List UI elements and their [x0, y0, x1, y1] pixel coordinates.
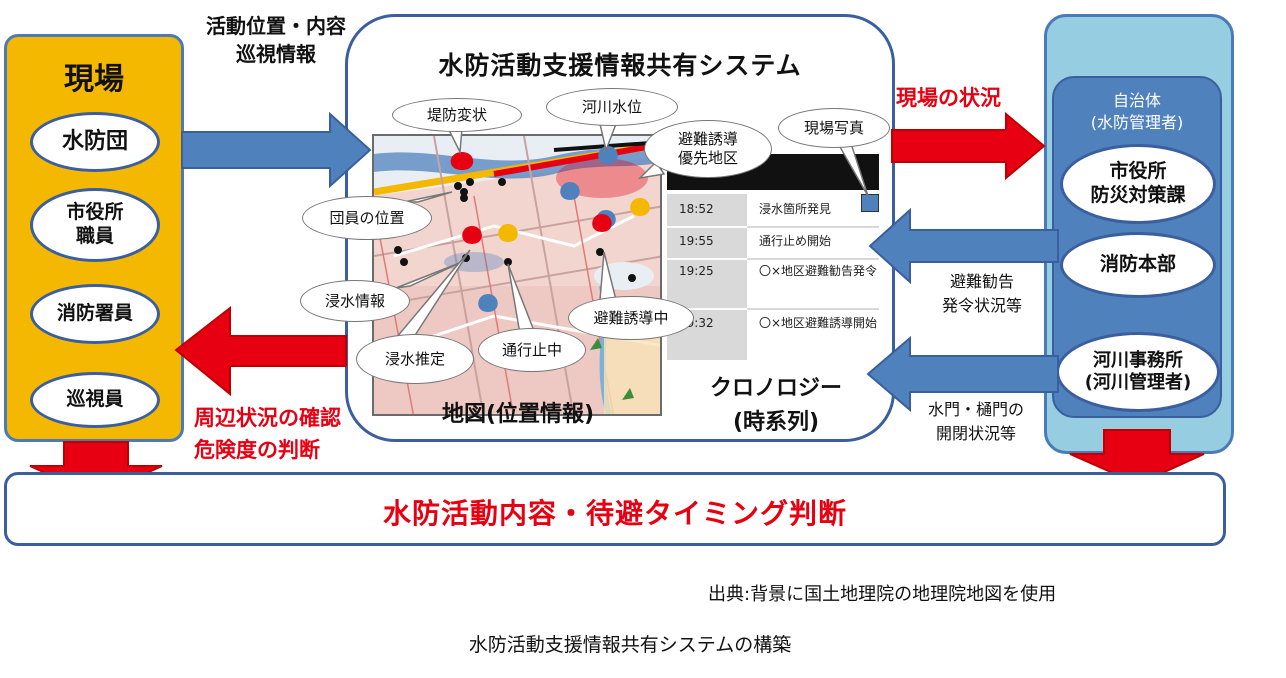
arrow-muni-to-system-2: [866, 335, 1059, 413]
photo-icon: [861, 194, 879, 212]
chronology-event: 〇×地区避難勧告発令: [759, 264, 878, 278]
decision-text: 水防活動内容・待避タイミング判断: [382, 497, 847, 530]
callout-road-closed: 通行止中: [478, 328, 586, 372]
chronology-time: 18:52: [679, 202, 714, 216]
site-item-fire-station-staff: 消防署員: [30, 284, 160, 344]
system-title: 水防活動支援情報共有システム: [438, 51, 802, 80]
municipality-title: 自治体: [1112, 91, 1161, 110]
muni-item-disaster-division: 市役所 防災対策課: [1060, 144, 1216, 224]
map-label: 地図(位置情報): [441, 402, 595, 427]
chrono-label-line2: (時系列): [732, 410, 820, 435]
callout-member-position: 団員の位置: [302, 196, 432, 240]
arrow-label-site-to-system: 活動位置・内容 巡視情報: [206, 14, 346, 66]
chronology-event-col: [747, 194, 879, 360]
arrow-muni-to-system-1: [868, 207, 1059, 285]
source-note: 出典:背景に国土地理院の地理院地図を使用: [708, 584, 1057, 605]
callout-evac-in-progress: 避難誘導中: [568, 296, 694, 340]
municipality-subtitle: (水防管理者): [1090, 112, 1184, 132]
arrow-label-system-to-site-1: 周辺状況の確認: [194, 406, 341, 430]
callout-river-level: 河川水位: [546, 88, 678, 126]
callout-flood-info: 浸水情報: [300, 280, 410, 322]
site-title: 現場: [64, 62, 124, 97]
arrow-label-system-to-site-2: 危険度の判断: [194, 438, 320, 462]
callout-evac-priority: 避難誘導 優先地区: [644, 120, 772, 178]
municipality-title-block: 自治体 (水防管理者): [1052, 90, 1222, 133]
arrow-label-muni-to-system-1: 避難勧告 発令状況等: [941, 272, 1022, 315]
arrow-site-to-system: [181, 111, 372, 189]
figure-caption: 水防活動支援情報共有システムの構築: [468, 634, 792, 656]
arrow-muni-to-decision: [1069, 429, 1205, 486]
chronology-event: 浸水箇所発見: [759, 202, 832, 216]
callout-flood-estimate: 浸水推定: [356, 334, 474, 384]
chronology-panel: 18:52 浸水箇所発見 19:55 通行止め開始 19:25 〇×地区避難勧告…: [667, 154, 879, 360]
callout-site-photo: 現場写真: [778, 108, 890, 148]
decision-bar: [4, 472, 1226, 546]
chrono-label-line1: クロノロジー: [709, 376, 842, 401]
site-item-patrol: 巡視員: [30, 372, 160, 428]
arrow-system-to-site: [174, 305, 347, 397]
arrow-system-to-muni: [891, 111, 1046, 181]
site-item-suibodan: 水防団: [30, 112, 160, 172]
arrow-label-muni-to-system-2: 水門・樋門の 開閉状況等: [927, 400, 1024, 443]
chronology-event: 〇×地区避難誘導開始: [759, 316, 878, 330]
callout-embankment: 堤防変状: [392, 98, 522, 132]
chronology-time: 19:55: [679, 234, 714, 248]
chronology-event: 通行止め開始: [759, 234, 832, 248]
arrow-label-system-to-muni: 現場の状況: [896, 86, 1001, 110]
chronology-time: 19:25: [679, 264, 714, 278]
muni-item-fire-hq: 消防本部: [1060, 232, 1216, 298]
site-item-city-staff: 市役所 職員: [30, 188, 160, 262]
